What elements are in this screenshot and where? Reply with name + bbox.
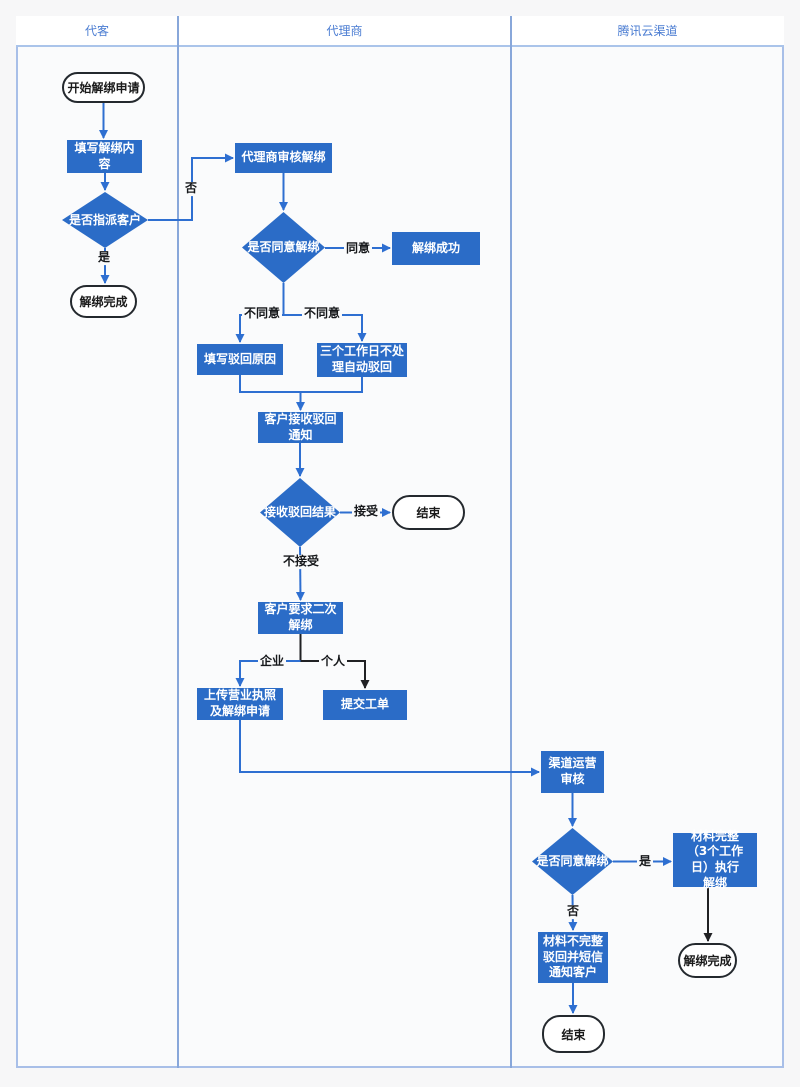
edge-label-no-material: 否 xyxy=(564,904,582,919)
edge-label-disagree-right: 不同意 xyxy=(301,306,343,321)
process-submit-ticket: 提交工单 xyxy=(323,690,407,720)
terminator-start: 开始解绑申请 xyxy=(62,72,145,103)
edge-label-disagree-left: 不同意 xyxy=(241,306,283,321)
edge-label-yes-material: 是 xyxy=(636,854,654,869)
lane-divider-1 xyxy=(177,16,179,1068)
edge-label-enterprise: 企业 xyxy=(257,654,287,669)
swimlane-frame xyxy=(16,16,784,1068)
edge-label-not-accept: 不接受 xyxy=(280,554,322,569)
terminator-end-1: 结束 xyxy=(392,495,465,530)
process-second-unbind-request: 客户要求二次 解绑 xyxy=(258,602,343,634)
edge-label-no-assign: 否 xyxy=(182,181,200,196)
process-upload-license: 上传营业执照 及解绑申请 xyxy=(197,688,283,720)
lane-label-tencent-channel: 腾讯云渠道 xyxy=(617,24,678,38)
lane-header-row xyxy=(16,16,784,47)
process-receive-reject-notice: 客户接收驳回 通知 xyxy=(258,412,343,443)
terminator-end-2: 结束 xyxy=(542,1015,605,1053)
lane-label-agent: 代理商 xyxy=(326,24,363,38)
process-material-complete: 材料完整 （3个工作 日）执行 解绑 xyxy=(673,829,757,890)
process-channel-review: 渠道运营 审核 xyxy=(541,751,604,793)
process-fill-unbind-content: 填写解绑内 容 xyxy=(67,140,142,173)
process-unbind-success: 解绑成功 xyxy=(392,232,480,265)
edge-label-yes-assign: 是 xyxy=(95,250,113,265)
process-agent-review: 代理商审核解绑 xyxy=(235,143,332,173)
edge-label-agree: 同意 xyxy=(343,241,373,256)
process-auto-reject: 三个工作日不处 理自动驳回 xyxy=(317,343,407,377)
process-material-incomplete: 材料不完整 驳回并短信 通知客户 xyxy=(538,932,608,983)
process-fill-reject-reason: 填写驳回原因 xyxy=(197,344,283,375)
edge-label-personal: 个人 xyxy=(318,654,348,669)
terminator-unbind-done-2: 解绑完成 xyxy=(678,943,737,978)
terminator-unbind-done-1: 解绑完成 xyxy=(70,285,137,318)
lane-label-customer: 代客 xyxy=(84,24,109,38)
lane-divider-2 xyxy=(510,16,512,1068)
edge-label-accept: 接受 xyxy=(351,504,381,519)
